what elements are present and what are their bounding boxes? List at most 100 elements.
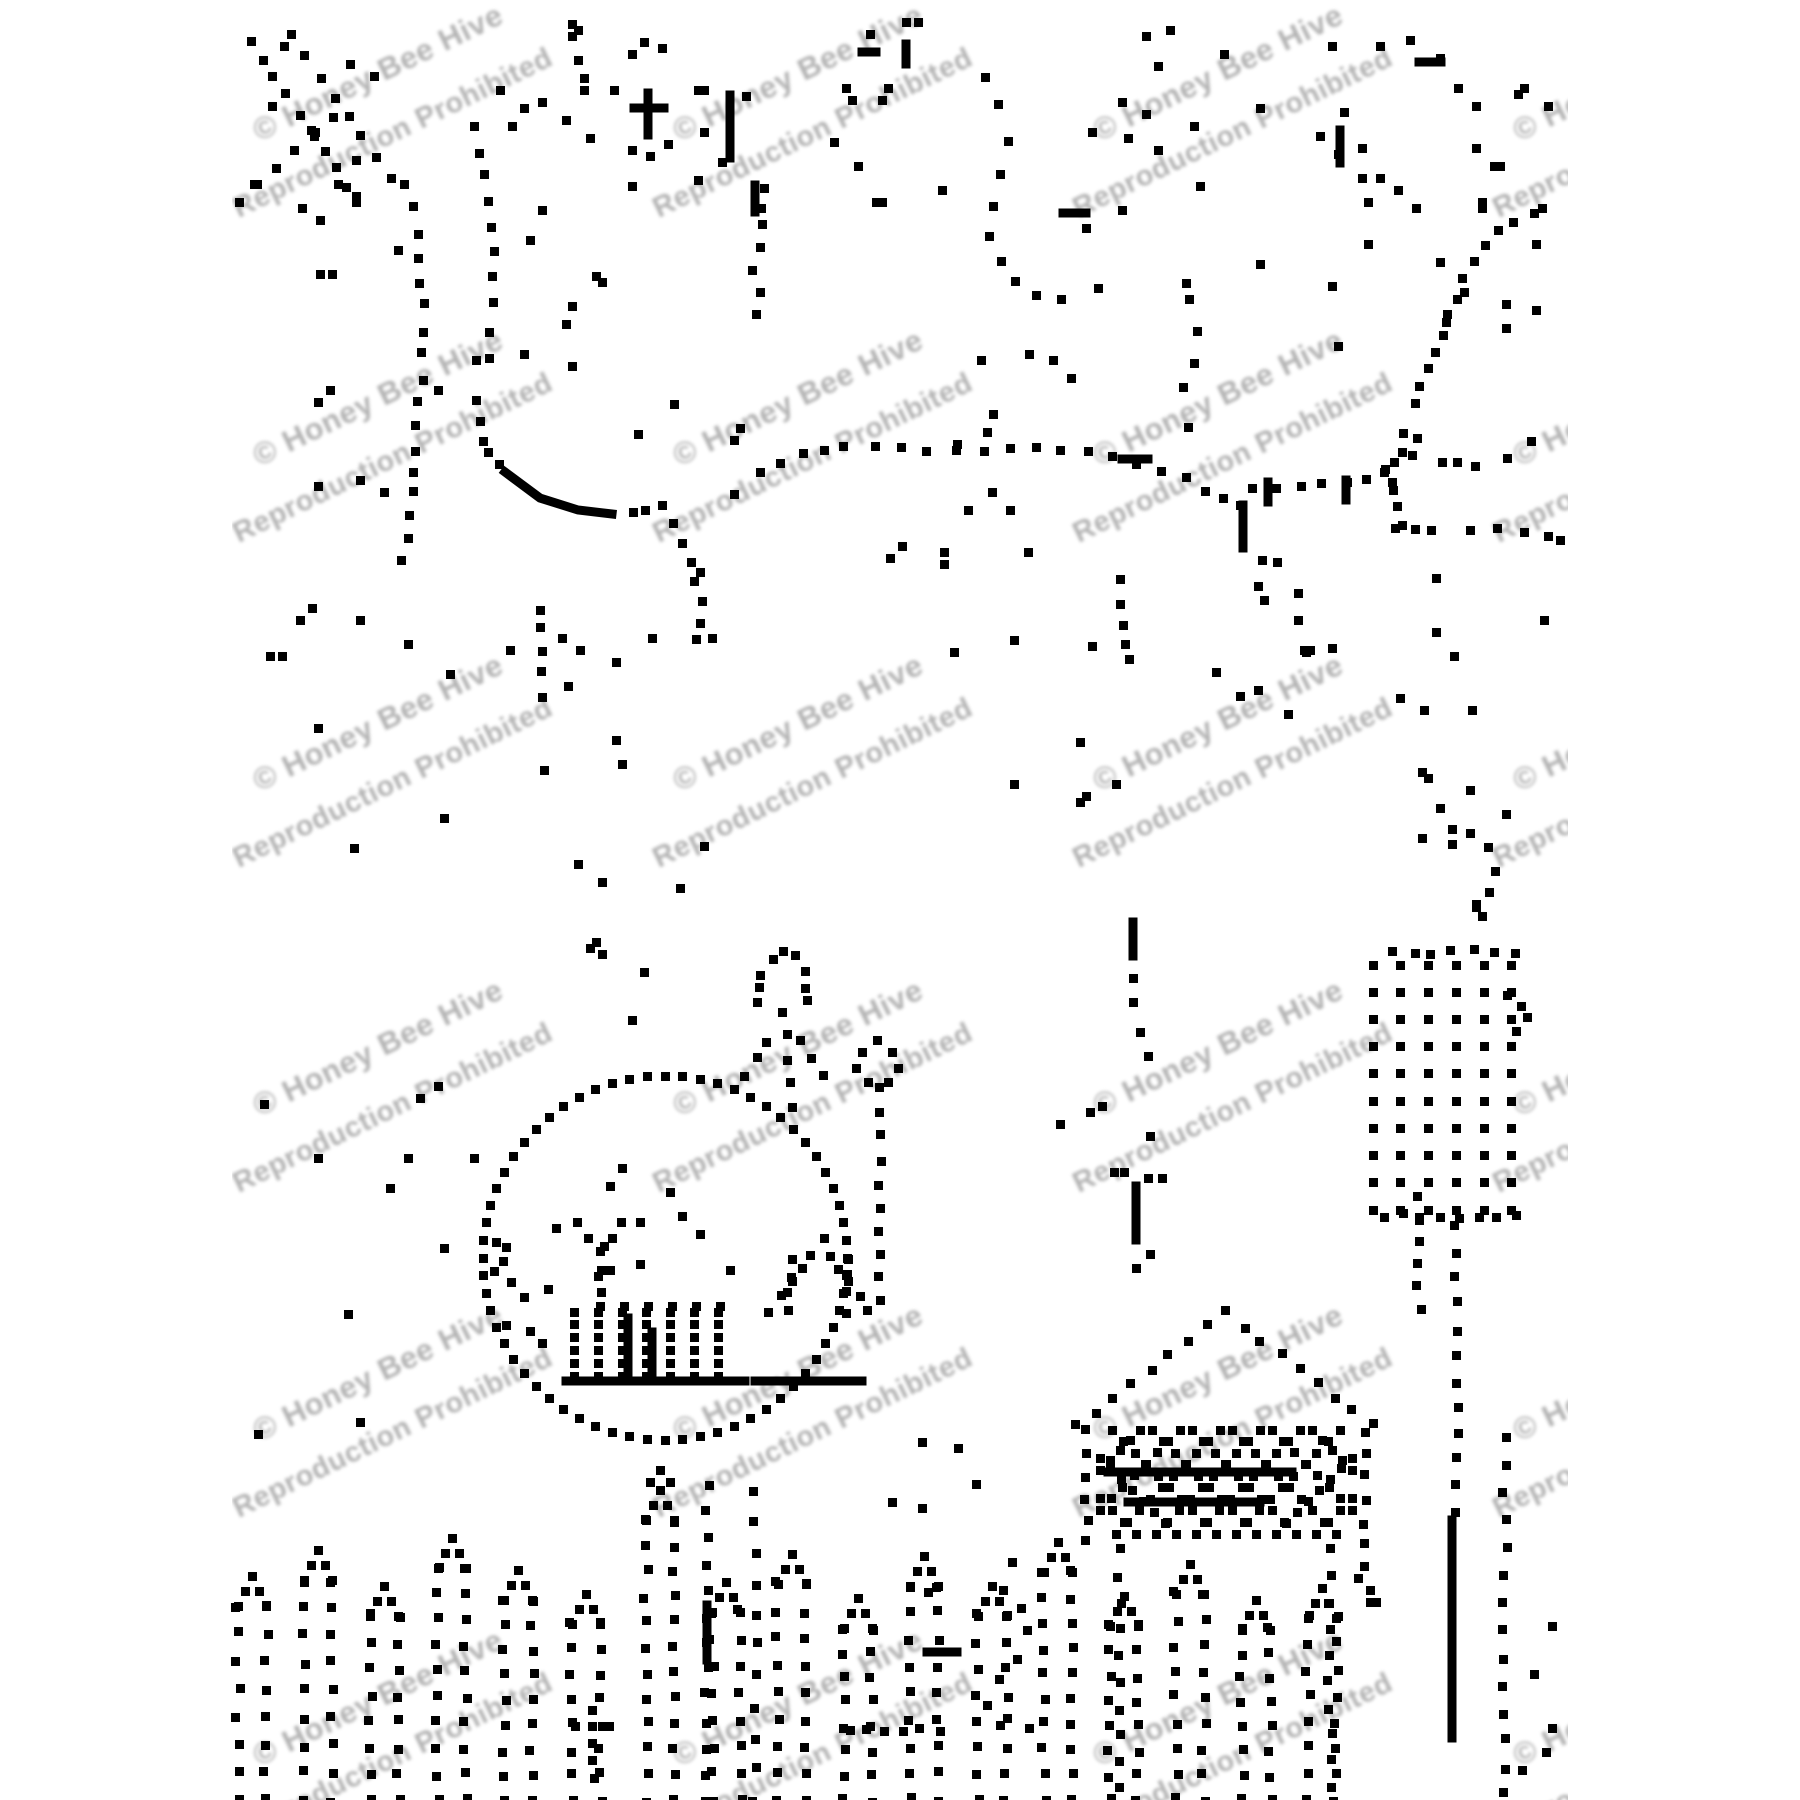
feeder-curl-dot bbox=[1523, 1013, 1532, 1022]
trellis-leg-l-dot bbox=[1116, 1544, 1125, 1553]
scatter-center-dot bbox=[648, 634, 657, 643]
scatter-top-right-1-dot bbox=[1142, 32, 1151, 41]
stem-center-dot bbox=[538, 647, 547, 656]
fence-dot bbox=[644, 1769, 653, 1778]
scatter-left-low-dot bbox=[344, 1310, 353, 1319]
wreath-circle-dot bbox=[559, 1102, 568, 1111]
scatter-hook-area-dot bbox=[1466, 786, 1475, 795]
fence-dot bbox=[569, 1796, 578, 1800]
fence-dot bbox=[935, 1636, 944, 1645]
scatter-left-mid-dot bbox=[350, 844, 359, 853]
scatter-left-sparse-dot bbox=[314, 398, 323, 407]
feeder-body-dot bbox=[1507, 1015, 1516, 1024]
basket-slats-dot bbox=[642, 1320, 651, 1329]
wreath-circle-dot bbox=[746, 1414, 755, 1423]
wreath-circle-dot bbox=[492, 1323, 501, 1332]
scatter-top-right-2-dot bbox=[1436, 54, 1445, 63]
pole-dotted-1-dot bbox=[1450, 1221, 1459, 1230]
branch-main-dot bbox=[1201, 487, 1210, 496]
feeder-body-dot bbox=[1424, 1206, 1433, 1215]
fence-dot bbox=[643, 1670, 652, 1679]
wreath-circle-dot bbox=[801, 1138, 810, 1147]
basket-slats-dot bbox=[714, 1346, 723, 1355]
trellis-leg-l-dot bbox=[1115, 1757, 1124, 1766]
scatter-right-mid-dot bbox=[1300, 646, 1309, 655]
pole-dotted-2-dot bbox=[1502, 1433, 1511, 1442]
scatter-left-low-dot bbox=[440, 1244, 449, 1253]
tulip-leaf-r-dot bbox=[796, 1036, 805, 1045]
wreath-circle-dot bbox=[829, 1323, 838, 1332]
stem-pair-left-dot bbox=[756, 243, 765, 252]
fence-dot bbox=[867, 1770, 876, 1779]
trellis-lattice-dot bbox=[1336, 1426, 1345, 1435]
trellis-lattice-dot bbox=[1212, 1530, 1221, 1539]
twig-upper-left-2-dot bbox=[300, 51, 309, 60]
feeder-body-dot bbox=[1480, 1206, 1489, 1215]
trellis-lattice-dot bbox=[1284, 1437, 1293, 1446]
scatter-top-right-2-dot bbox=[1478, 198, 1487, 207]
scatter-basket-flowers-dot bbox=[606, 1182, 615, 1191]
trellis-lattice-dot bbox=[1336, 1494, 1345, 1503]
scatter-mid-3-dot bbox=[950, 648, 959, 657]
scatter-mid-2-dot bbox=[1006, 506, 1015, 515]
scatter-top-right-2-dot bbox=[1364, 240, 1373, 249]
fence-dot bbox=[995, 1597, 1004, 1606]
trellis-lattice-dot bbox=[1325, 1483, 1334, 1492]
scatter-center-low-dot bbox=[592, 938, 601, 947]
fence-dot bbox=[1061, 1553, 1070, 1562]
scatter-mid-3-dot bbox=[1088, 642, 1097, 651]
fence-dot bbox=[1201, 1693, 1210, 1702]
scatter-left-low-dot bbox=[356, 1418, 365, 1427]
scatter-left-low-dot bbox=[470, 1154, 479, 1163]
feeder-top-dot bbox=[1490, 948, 1499, 957]
fence-dot bbox=[298, 1629, 307, 1638]
basket-top-dots-dot bbox=[716, 1302, 725, 1311]
fence-dot bbox=[1301, 1667, 1310, 1676]
trellis-roof-dot bbox=[1331, 1394, 1340, 1403]
fence-dot bbox=[869, 1695, 878, 1704]
stem-left-dot bbox=[397, 556, 406, 565]
trellis-lattice-dot bbox=[1120, 1518, 1129, 1527]
scatter-center-low-dot bbox=[586, 944, 595, 953]
branch-up-wiggle-dot bbox=[1190, 359, 1199, 368]
basket-slats-dot bbox=[642, 1346, 651, 1355]
scatter-feeder-left-dot bbox=[1056, 1120, 1065, 1129]
fence-dot bbox=[431, 1744, 440, 1753]
trellis-lattice-dot bbox=[1182, 1460, 1191, 1469]
feeder-curl-dot bbox=[1512, 1027, 1521, 1036]
curve-2-shape-dot bbox=[995, 1675, 1004, 1684]
trellis-leg-r-dot bbox=[1324, 1705, 1333, 1714]
trellis-lattice-dot bbox=[1188, 1506, 1197, 1515]
feeder-body-dot bbox=[1396, 1097, 1405, 1106]
basket-top-dots-dot bbox=[644, 1302, 653, 1311]
basket-slats-dot bbox=[690, 1333, 699, 1342]
twig-upper-left-1-dot bbox=[268, 72, 277, 81]
fence-dot bbox=[235, 1795, 244, 1800]
fence-dot bbox=[671, 1770, 680, 1779]
basket-slats-dot bbox=[618, 1333, 627, 1342]
fence-dot bbox=[264, 1630, 273, 1639]
scatter-mid-bottom-dot bbox=[918, 1504, 927, 1513]
branch-curve-tail-dot bbox=[641, 506, 650, 515]
tulip-mid-dot bbox=[755, 983, 764, 992]
branch-main-dot bbox=[1084, 447, 1093, 456]
twig-upper-left-2-dot bbox=[317, 74, 326, 83]
fence-dot bbox=[528, 1796, 537, 1800]
trellis-lattice-dot bbox=[1199, 1437, 1208, 1446]
basket-slats-dot bbox=[714, 1320, 723, 1329]
fence-dot bbox=[300, 1715, 309, 1724]
tall-stem-1-dot bbox=[701, 1506, 710, 1515]
stem-left-dot bbox=[411, 447, 420, 456]
scatter-top-mid-dot bbox=[718, 158, 727, 167]
scatter-twig-leaves-dot bbox=[334, 180, 343, 189]
birdhouse-leg-2-dot bbox=[842, 1309, 851, 1318]
feeder-body-dot bbox=[1507, 1206, 1516, 1215]
birdhouse-leg-2-dot bbox=[843, 1270, 852, 1279]
wreath-circle-dot bbox=[575, 1093, 584, 1102]
fence-dot bbox=[663, 1501, 672, 1510]
scatter-mid-bottom-dot bbox=[924, 1588, 933, 1597]
fence-dot bbox=[644, 1565, 653, 1574]
basket-slats-dot bbox=[594, 1359, 603, 1368]
fence-dot bbox=[1131, 1796, 1140, 1800]
fence-dot bbox=[1069, 1769, 1078, 1778]
